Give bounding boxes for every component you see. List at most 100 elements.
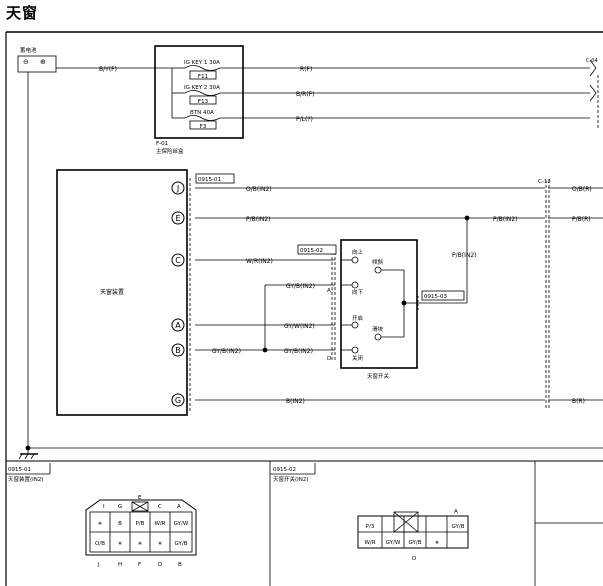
conn-0915-02-label: 0915-02 bbox=[300, 248, 323, 254]
fuse-box-code: F-01 bbox=[156, 141, 168, 147]
sunroof-device-box bbox=[56, 169, 188, 416]
wire-label-e-right: P/B(R) bbox=[572, 216, 591, 223]
fuse-symbol bbox=[184, 90, 221, 96]
bottom-mid-name: 天窗开关(IN2) bbox=[273, 475, 309, 483]
svg-text:C: C bbox=[175, 256, 181, 265]
battery-plus: ⊕ bbox=[40, 58, 46, 66]
svg-text:E: E bbox=[175, 214, 180, 223]
fuse-f11-name: IG KEY 1 30A bbox=[184, 60, 220, 66]
cell: ∗ bbox=[118, 541, 123, 547]
wire-label-a: GY/W(IN2) bbox=[284, 323, 315, 330]
pin-e: E bbox=[171, 211, 185, 225]
switch-pin-a: A bbox=[327, 288, 331, 294]
wire-label-gyb: GY/B(IN2) bbox=[286, 283, 315, 290]
wire-label-e: P/B(IN2) bbox=[246, 216, 271, 223]
pin-b: B bbox=[171, 343, 185, 357]
top-pin: A bbox=[454, 509, 458, 515]
wire-label-pl: P/L(?) bbox=[296, 116, 313, 123]
cell: GY/W bbox=[386, 540, 401, 546]
bottom-left-code: 0915-01 bbox=[8, 467, 31, 473]
battery-box bbox=[17, 55, 57, 73]
fuse-box-name: 主保险丝盒 bbox=[156, 147, 184, 155]
cell: W/R bbox=[364, 540, 375, 546]
switch-label: 天窗开关 bbox=[367, 372, 390, 380]
fuse-f3-name: BTN 40A bbox=[190, 110, 214, 116]
conn-0915-01-label: 0915-01 bbox=[198, 177, 221, 183]
cell: P/B bbox=[136, 521, 145, 527]
cell: ∗ bbox=[138, 541, 143, 547]
cell: B bbox=[118, 521, 122, 527]
cell: ∗ bbox=[435, 540, 440, 546]
sunroof-device-label: 天窗装置 bbox=[100, 288, 124, 296]
battery-label: 蓄电池 bbox=[20, 46, 37, 54]
cell: ∗ bbox=[98, 521, 103, 527]
bottom-pin: H bbox=[118, 562, 122, 568]
fuse-f13-name: IG KEY 2 30A bbox=[184, 85, 220, 91]
conn-0915-02-box bbox=[297, 244, 337, 255]
svg-text:G: G bbox=[175, 396, 181, 405]
fuse-f3-id: F3 bbox=[200, 124, 207, 130]
fuse-box bbox=[154, 45, 244, 139]
bottom-pin: J bbox=[97, 562, 100, 568]
pin-c: C bbox=[171, 253, 185, 267]
conn-0915-03-box bbox=[421, 290, 465, 301]
wire-label-e-mid: P/B(IN2) bbox=[493, 216, 518, 223]
top-pin: I bbox=[103, 504, 105, 510]
cell: P/3 bbox=[366, 524, 375, 530]
wire-label-g-right: B(R) bbox=[572, 398, 585, 405]
wire-label-pb-vertical: P/B(IN2) bbox=[452, 252, 477, 259]
cell: GY/B bbox=[452, 524, 465, 530]
fuse-symbol bbox=[184, 65, 221, 71]
bottom-pin: B bbox=[178, 562, 182, 568]
cell: O/B bbox=[95, 541, 105, 547]
wire-label-by: B/Y(F) bbox=[99, 66, 117, 73]
battery-minus: ⊖ bbox=[23, 58, 29, 66]
bottom-pin: D bbox=[158, 562, 162, 568]
top-pin: G bbox=[118, 504, 122, 510]
wire-label-c: W/R(IN2) bbox=[246, 258, 273, 265]
bottom-pin: D bbox=[412, 556, 416, 562]
pin-j: J bbox=[171, 181, 185, 195]
conn-0915-03-label: 0915-03 bbox=[424, 294, 447, 300]
svg-text:A: A bbox=[175, 321, 181, 330]
wire-label-b: GY/B(IN2) bbox=[212, 348, 241, 355]
fuse-f11-id: F11 bbox=[198, 74, 208, 80]
bottom-mid-code: 0915-02 bbox=[273, 467, 296, 473]
top-pin: E bbox=[138, 495, 142, 501]
conn-c12-label: C-12 bbox=[538, 179, 551, 185]
page-title: 天窗 bbox=[6, 4, 39, 22]
pin-g: G bbox=[171, 393, 185, 407]
bottom-left-name: 天窗装置(IN2) bbox=[8, 475, 44, 483]
cell: GY/W bbox=[174, 521, 189, 527]
cell: W/R bbox=[154, 521, 165, 527]
wire-label-r: R(F) bbox=[300, 66, 312, 73]
switch-tilt: 倾斜 bbox=[372, 258, 384, 266]
switch-slide: 滑块 bbox=[372, 325, 384, 333]
svg-text:J: J bbox=[176, 184, 179, 193]
switch-box bbox=[340, 239, 418, 369]
cell: GY/B bbox=[175, 541, 188, 547]
connector-0915-01 bbox=[85, 499, 197, 556]
top-pin: C bbox=[158, 504, 162, 510]
device-pins: J E C A B G bbox=[171, 181, 185, 407]
cell: GY/B bbox=[409, 540, 422, 546]
conn-0915-01-box bbox=[195, 173, 235, 184]
fuse-symbol bbox=[184, 115, 221, 121]
conn-c04: C-04 bbox=[586, 58, 598, 64]
wire-label-j-right: O/B(R) bbox=[572, 186, 592, 193]
switch-open: 开启 bbox=[352, 314, 363, 322]
bottom-pin: F bbox=[138, 562, 141, 568]
cell: ∗ bbox=[158, 541, 163, 547]
svg-text:B: B bbox=[175, 346, 181, 355]
wire-label-br: B/R(F) bbox=[296, 91, 314, 98]
switch-close: 关闭 bbox=[352, 354, 363, 362]
pin-a: A bbox=[171, 318, 185, 332]
top-pin: A bbox=[177, 504, 181, 510]
switch-pin-d: D bbox=[327, 356, 331, 362]
wire-label-b2: GY/B(IN2) bbox=[284, 348, 313, 355]
switch-down: 向下 bbox=[352, 288, 364, 296]
switch-up: 向上 bbox=[352, 248, 364, 256]
wire-label-g: B(IN2) bbox=[286, 398, 305, 405]
fuse-f13-id: F13 bbox=[198, 99, 209, 105]
